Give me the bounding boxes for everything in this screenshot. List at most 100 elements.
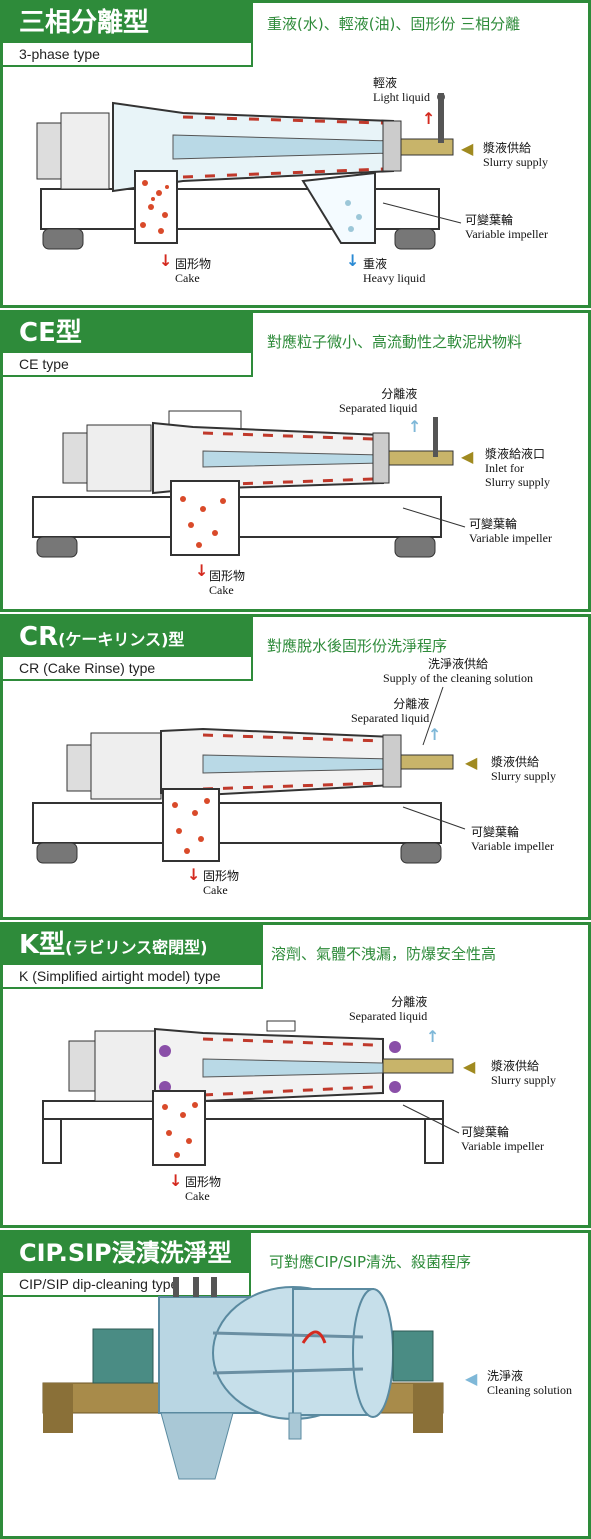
centrifuge-ce-diagram <box>32 410 466 558</box>
slurry-supply-label: 漿液供給 Slurry supply <box>491 755 556 783</box>
separated-liquid-arrow: ↑ <box>426 1027 440 1046</box>
light-liquid-zh: 輕液 <box>373 76 398 90</box>
slurry-inlet-en2: Slurry supply <box>485 475 551 489</box>
separated-liquid-label: 分離液 Separated liquid <box>339 387 417 415</box>
cake-label: 固形物 Cake <box>203 869 239 897</box>
slurry-supply-en: Slurry supply <box>491 1073 557 1087</box>
cleaning-solution-arrow: ◀ <box>465 1369 478 1388</box>
slurry-supply-arrow: ◀ <box>463 1057 476 1076</box>
section-title-suffix: (ケーキリンス)型 <box>58 630 185 649</box>
section-feature: 重液(水)、輕液(油)、固形份 三相分離 <box>267 15 521 33</box>
separated-liquid-label: 分離液 Separated liquid <box>349 995 427 1023</box>
variable-impeller-zh: 可變葉輪 <box>469 517 518 531</box>
cake-zh: 固形物 <box>209 569 246 583</box>
section-feature: 溶劑、氣體不洩漏，防爆安全性高 <box>271 945 497 963</box>
separated-liquid-en: Separated liquid <box>339 401 418 415</box>
section-3phase: 三相分離型 3-phase type 重液(水)、輕液(油)、固形份 三相分離 <box>0 0 591 308</box>
separated-liquid-zh: 分離液 <box>393 697 430 711</box>
cake-zh: 固形物 <box>175 257 212 271</box>
variable-impeller-zh: 可變葉輪 <box>471 825 520 839</box>
slurry-supply-zh: 漿液供給 <box>491 755 540 769</box>
slurry-supply-arrow: ◀ <box>465 753 478 772</box>
variable-impeller-label: 可變葉輪 Variable impeller <box>465 213 548 241</box>
cake-zh: 固形物 <box>185 1175 222 1189</box>
section-subtitle: K (Simplified airtight model) type <box>3 965 263 989</box>
section-title: K型(ラビリンス密閉型) <box>3 925 263 965</box>
variable-impeller-label: 可變葉輪 Variable impeller <box>461 1125 544 1153</box>
variable-impeller-en: Variable impeller <box>469 531 552 545</box>
slurry-inlet-zh: 漿液給液口 <box>485 447 546 461</box>
centrifuge-cr-diagram <box>32 686 466 864</box>
light-liquid-en: Light liquid <box>373 90 430 104</box>
section-title-main: CR <box>19 622 59 652</box>
cake-arrow: ↓ <box>159 251 173 270</box>
heavy-liquid-label: 重液 Heavy liquid <box>363 257 425 285</box>
variable-impeller-zh: 可變葉輪 <box>465 213 514 227</box>
cake-en: Cake <box>209 583 234 597</box>
variable-impeller-en: Variable impeller <box>471 839 554 853</box>
heavy-liquid-zh: 重液 <box>363 257 388 271</box>
section-title: CR(ケーキリンス)型 <box>3 617 253 657</box>
slurry-supply-en: Slurry supply <box>483 155 549 169</box>
centrifuge-k-diagram <box>42 1020 460 1166</box>
slurry-supply-label: 漿液供給 Slurry supply <box>483 141 548 169</box>
cake-en: Cake <box>175 271 200 285</box>
slurry-inlet-arrow: ◀ <box>461 447 474 466</box>
section-cr: CR(ケーキリンス)型 CR (Cake Rinse) type 對應脫水後固形… <box>0 614 591 920</box>
section-title: CIP.SIP浸漬洗淨型 <box>3 1233 251 1273</box>
separated-liquid-label: 分離液 Separated liquid <box>351 697 429 725</box>
slurry-supply-zh: 漿液供給 <box>491 1059 540 1073</box>
light-liquid-label: 輕液 Light liquid <box>373 76 430 104</box>
slurry-supply-zh: 漿液供給 <box>483 141 532 155</box>
section-title: 三相分離型 <box>3 3 253 43</box>
variable-impeller-en: Variable impeller <box>461 1139 544 1153</box>
section-subtitle: CIP/SIP dip-cleaning type <box>3 1273 251 1297</box>
cleaning-solution-label: 洗淨液 Cleaning solution <box>487 1369 572 1397</box>
cake-arrow: ↓ <box>187 865 201 884</box>
section-cip-sip: CIP.SIP浸漬洗淨型 CIP/SIP dip-cleaning type 可… <box>0 1230 591 1539</box>
slurry-inlet-en1: Inlet for <box>485 461 524 475</box>
heavy-liquid-arrow: ↓ <box>346 251 360 270</box>
cleaning-solution-en: Cleaning solution <box>487 1383 572 1397</box>
variable-impeller-en: Variable impeller <box>465 227 548 241</box>
cake-en: Cake <box>203 883 228 897</box>
cake-label: 固形物 Cake <box>209 569 245 597</box>
section-ce: CE型 CE type 對應粒子微小、高流動性之軟泥狀物料 分離液 Separa… <box>0 310 591 612</box>
section-title-suffix: (ラビリンス密閉型) <box>65 938 208 957</box>
section-feature: 對應脫水後固形份洗淨程序 <box>267 637 448 655</box>
cake-zh: 固形物 <box>203 869 240 883</box>
separated-liquid-en: Separated liquid <box>349 1009 428 1023</box>
cake-arrow: ↓ <box>169 1171 183 1190</box>
cake-label: 固形物 Cake <box>175 257 211 285</box>
section-feature: 對應粒子微小、高流動性之軟泥狀物料 <box>267 333 523 351</box>
separated-liquid-zh: 分離液 <box>381 387 418 401</box>
section-title: CE型 <box>3 313 253 353</box>
cleaning-solution-zh: 洗淨液 <box>487 1369 524 1383</box>
section-subtitle: 3-phase type <box>3 43 253 67</box>
cake-arrow: ↓ <box>195 561 209 580</box>
variable-impeller-zh: 可變葉輪 <box>461 1125 510 1139</box>
section-subtitle: CE type <box>3 353 253 377</box>
slurry-supply-arrow: ◀ <box>461 139 474 158</box>
slurry-inlet-label: 漿液給液口 Inlet for Slurry supply <box>485 447 550 489</box>
cake-en: Cake <box>185 1189 210 1203</box>
separated-liquid-en: Separated liquid <box>351 711 430 725</box>
cleaning-supply-zh: 洗淨液供給 <box>427 657 488 671</box>
variable-impeller-label: 可變葉輪 Variable impeller <box>469 517 552 545</box>
centrifuge-cip-sip-diagram <box>42 1277 444 1480</box>
separated-liquid-arrow: ↑ <box>428 725 442 744</box>
centrifuge-3phase-diagram <box>36 93 462 250</box>
light-liquid-arrow: ↑ <box>422 109 436 128</box>
heavy-liquid-en: Heavy liquid <box>363 271 426 285</box>
slurry-supply-label: 漿液供給 Slurry supply <box>491 1059 556 1087</box>
section-subtitle: CR (Cake Rinse) type <box>3 657 253 681</box>
separated-liquid-arrow: ↑ <box>408 417 422 436</box>
section-title-main: K型 <box>19 930 66 960</box>
slurry-supply-en: Slurry supply <box>491 769 557 783</box>
variable-impeller-label: 可變葉輪 Variable impeller <box>471 825 554 853</box>
cake-label: 固形物 Cake <box>185 1175 221 1203</box>
section-k: K型(ラビリンス密閉型) K (Simplified airtight mode… <box>0 922 591 1228</box>
cleaning-supply-en: Supply of the cleaning solution <box>383 671 533 685</box>
section-feature: 可對應CIP/SIP清洗、殺菌程序 <box>269 1253 471 1271</box>
separated-liquid-zh: 分離液 <box>391 995 428 1009</box>
